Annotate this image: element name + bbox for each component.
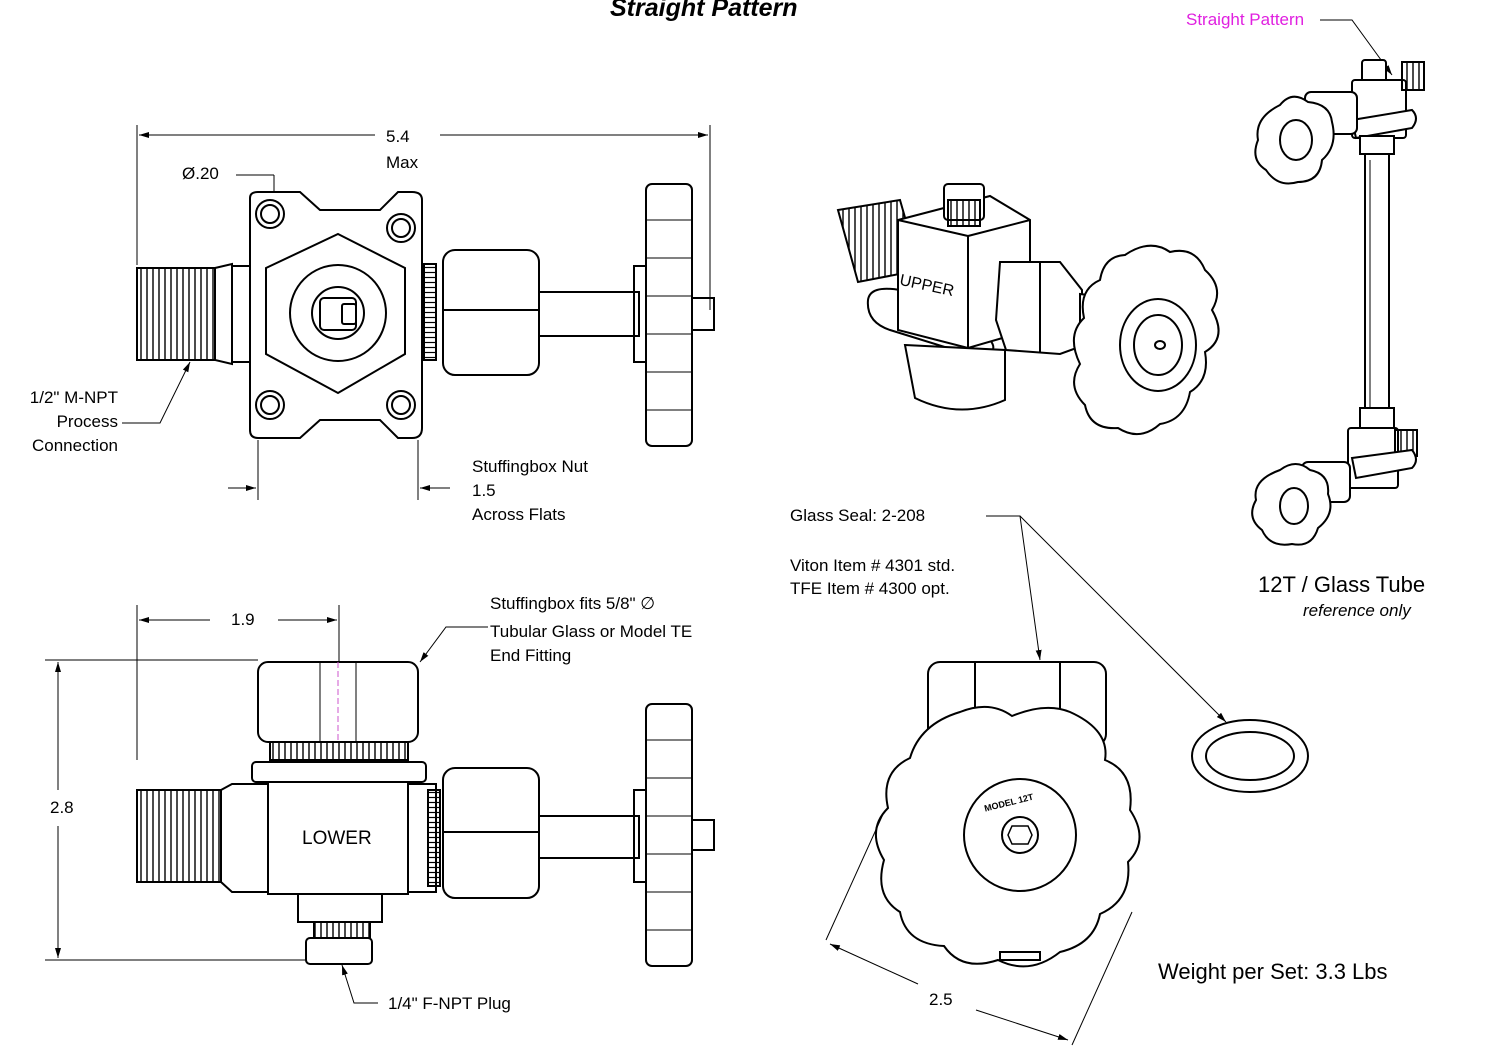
label-tube-title: 12T / Glass Tube: [1258, 572, 1426, 597]
knob-end-view: [825, 515, 1309, 1046]
label-tube-sub: reference only: [1303, 601, 1411, 620]
drawing-title: Straight Pattern: [610, 0, 798, 22]
dim-overall-width-sub: Max: [386, 153, 419, 172]
front-view-upper: [122, 125, 715, 500]
label-process-2: Process: [56, 412, 118, 431]
label-tfe: TFE Item # 4300 opt.: [790, 579, 950, 598]
callout-straight-pattern: Straight Pattern: [1186, 10, 1305, 29]
dim-knob-dia: 2.5: [929, 990, 953, 1009]
dim-overall-height: 2.8: [50, 798, 74, 817]
label-process-1: 1/2" M-NPT: [29, 388, 118, 407]
label-stuff-3: End Fitting: [490, 646, 572, 665]
label-seal: Glass Seal: 2-208: [790, 506, 926, 525]
label-stuff-2: Tubular Glass or Model TE: [490, 622, 693, 641]
label-nut-3: Across Flats: [472, 505, 566, 524]
dim-hole-dia: Ø.20: [182, 164, 219, 183]
label-process-3: Connection: [31, 436, 118, 455]
isometric-view: [836, 183, 1220, 435]
front-view-lower: [45, 605, 715, 1004]
label-nut-1: Stuffingbox Nut: [472, 457, 588, 476]
label-stuff-1: Stuffingbox fits 5/8" ∅: [490, 594, 656, 613]
dim-height: 1.9: [231, 610, 255, 629]
label-lower: LOWER: [302, 828, 372, 849]
label-plug: 1/4" F-NPT Plug: [388, 994, 511, 1013]
label-weight: Weight per Set: 3.3 Lbs: [1158, 959, 1388, 984]
dim-nut-flats: 1.5: [472, 481, 496, 500]
label-viton: Viton Item # 4301 std.: [790, 556, 956, 575]
glass-tube-assembly: [1251, 19, 1425, 546]
dim-overall-width: 5.4: [386, 127, 410, 146]
